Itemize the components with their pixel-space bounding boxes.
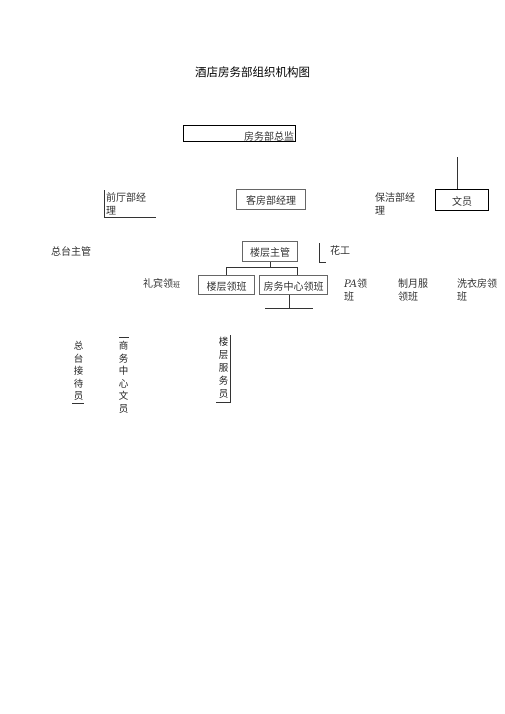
node-uniform-captain-label: 制月服领班 [398, 279, 428, 303]
node-floor-captain-label: 楼层领班 [206, 281, 247, 293]
node-clerk: 文员 [435, 189, 489, 211]
node-floor-supervisor-label: 楼层主管 [250, 248, 290, 259]
connector-receptionist-underline [72, 403, 84, 404]
connector-center-captain-bar [265, 308, 313, 309]
node-front-desk-supervisor-label: 总台主管 [51, 247, 91, 258]
node-housekeeping-manager-label: 客房部经理 [246, 196, 296, 207]
node-concierge-captain-label: 礼宾领班 [143, 278, 180, 292]
node-front-office-manager [104, 190, 156, 218]
node-laundry-captain-label: 洗衣房领班 [457, 279, 497, 303]
node-front-desk-receptionist-label: 总台接待员 [73, 341, 84, 402]
node-concierge-captain-text: 礼宾领 [143, 279, 173, 290]
node-floor-captain: 楼层领班 [198, 275, 255, 295]
node-floor-attendant-label: 楼层服务员 [218, 337, 229, 400]
connector-center-captain-drop [297, 267, 298, 275]
node-housekeeping-manager: 客房部经理 [236, 189, 306, 210]
node-director: 房务部总监 [183, 125, 296, 143]
node-pa-captain-prefix: PA [344, 279, 358, 290]
node-floor-attendant [216, 335, 231, 403]
node-pa-captain-rest: 领班 [344, 279, 368, 303]
node-pa-captain-label: PA领班 [344, 278, 370, 304]
node-florist-label: 花工 [330, 246, 350, 257]
connector-business-clerk-top [119, 337, 129, 338]
connector-captains-horizontal [226, 267, 298, 268]
node-director-label: 房务部总监 [244, 132, 294, 143]
node-floor-supervisor: 楼层主管 [242, 241, 298, 262]
node-clerk-label: 文员 [452, 196, 472, 208]
node-front-office-manager-label: 前厅部经理 [106, 193, 146, 217]
node-cleaning-manager-label: 保洁部经理 [375, 193, 415, 217]
node-business-center-clerk-label: 商务中心文员 [118, 341, 129, 415]
node-center-captain-label: 房务中心领班 [263, 281, 324, 293]
node-center-captain: 房务中心领班 [259, 275, 328, 295]
connector-center-captain-down [289, 295, 290, 308]
node-concierge-captain-suffix: 班 [173, 281, 180, 289]
connector-florist-foot [319, 262, 326, 263]
connector-clerk-vertical [457, 157, 458, 189]
chart-title: 酒店房务部组织机构图 [195, 65, 310, 79]
connector-floor-supervisor-down [270, 262, 271, 267]
connector-florist [319, 243, 320, 262]
connector-floor-captain-drop [226, 267, 227, 275]
